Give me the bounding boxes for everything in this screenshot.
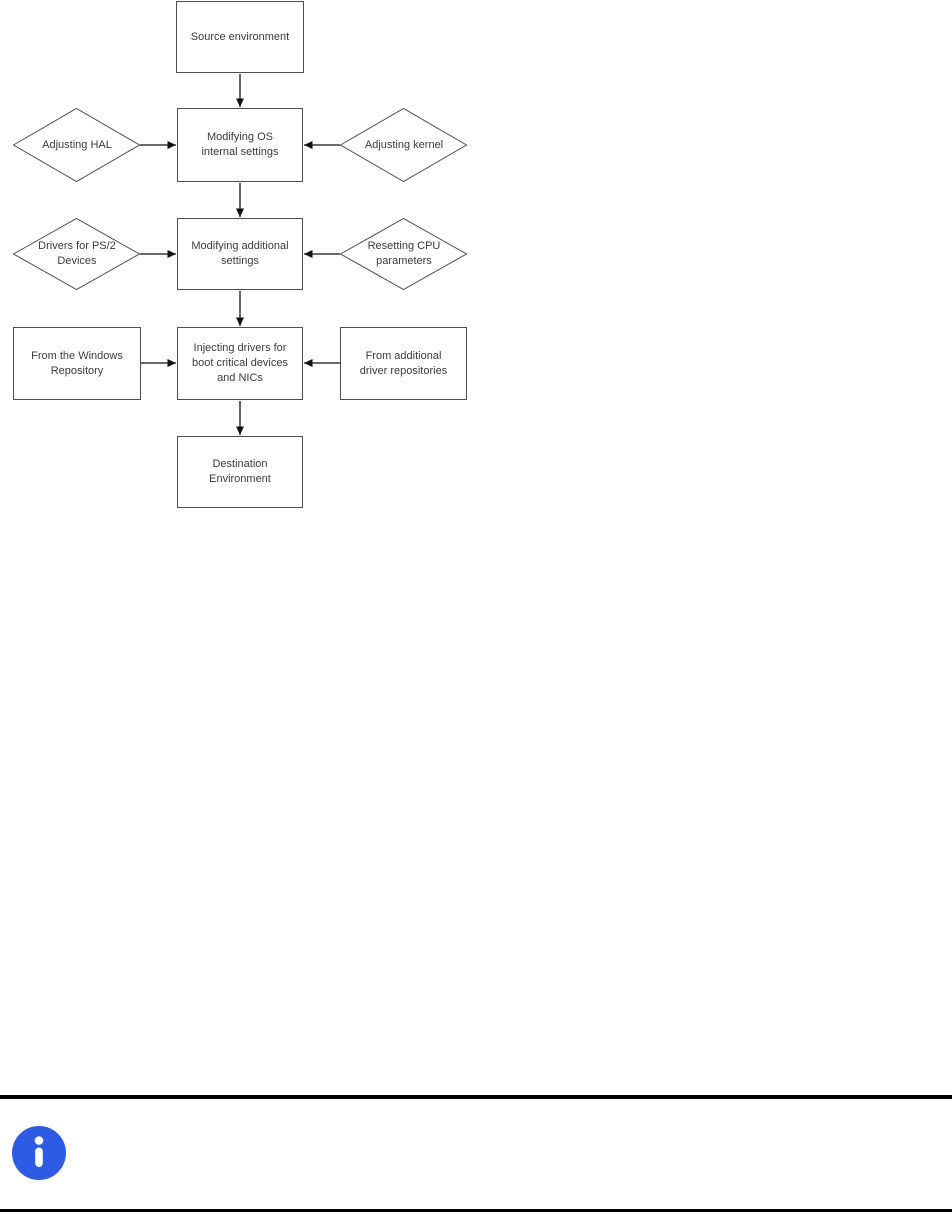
flowchart-node-adjusting-kernel: Adjusting kernel [347,121,461,169]
flowchart-node-drivers-for-ps2-devices: Drivers for PS/2 Devices [20,230,134,278]
flowchart-node-modifying-additional-settings: Modifying additional settings [177,218,303,290]
node-label: Resetting CPU parameters [367,240,441,267]
flowchart-connectors [12,74,468,435]
node-label: Source environment [190,30,290,43]
flowchart-node-additional-driver-repositories: From additional driver repositories [340,327,467,400]
node-label: Destination Environment [209,458,271,485]
node-label: Modifying OS internal settings [201,131,279,158]
flowchart: Source environment Modifying OS internal… [0,0,500,520]
flowchart-node-destination-environment: Destination Environment [177,436,303,508]
node-label: From the Windows Repository [31,349,123,377]
flowchart-node-windows-repository: From the Windows Repository [13,327,141,400]
node-label: From additional driver repositories [359,349,448,377]
node-label: Adjusting HAL [42,138,112,151]
diamond-adjusting-kernel [339,107,468,183]
flowchart-node-injecting-drivers: Injecting drivers for boot critical devi… [177,327,303,400]
flowchart-node-resetting-cpu-parameters: Resetting CPU parameters [347,230,461,278]
note-top-divider [0,1095,952,1099]
node-label: Modifying additional settings [191,240,289,267]
node-label: Adjusting kernel [364,138,444,151]
info-icon [12,1126,66,1180]
flowchart-node-modifying-os-internal-settings: Modifying OS internal settings [177,108,303,182]
node-label: Drivers for PS/2 Devices [38,240,116,267]
diamond-resetting-cpu [339,217,468,291]
flowchart-node-source-environment: Source environment [176,1,304,73]
flowchart-node-adjusting-hal: Adjusting HAL [20,121,134,169]
node-label: Injecting drivers for boot critical devi… [192,342,288,384]
diamond-drivers-ps2 [12,217,141,291]
note-bottom-divider [0,1209,952,1212]
diamond-adjusting-hal [12,107,141,183]
